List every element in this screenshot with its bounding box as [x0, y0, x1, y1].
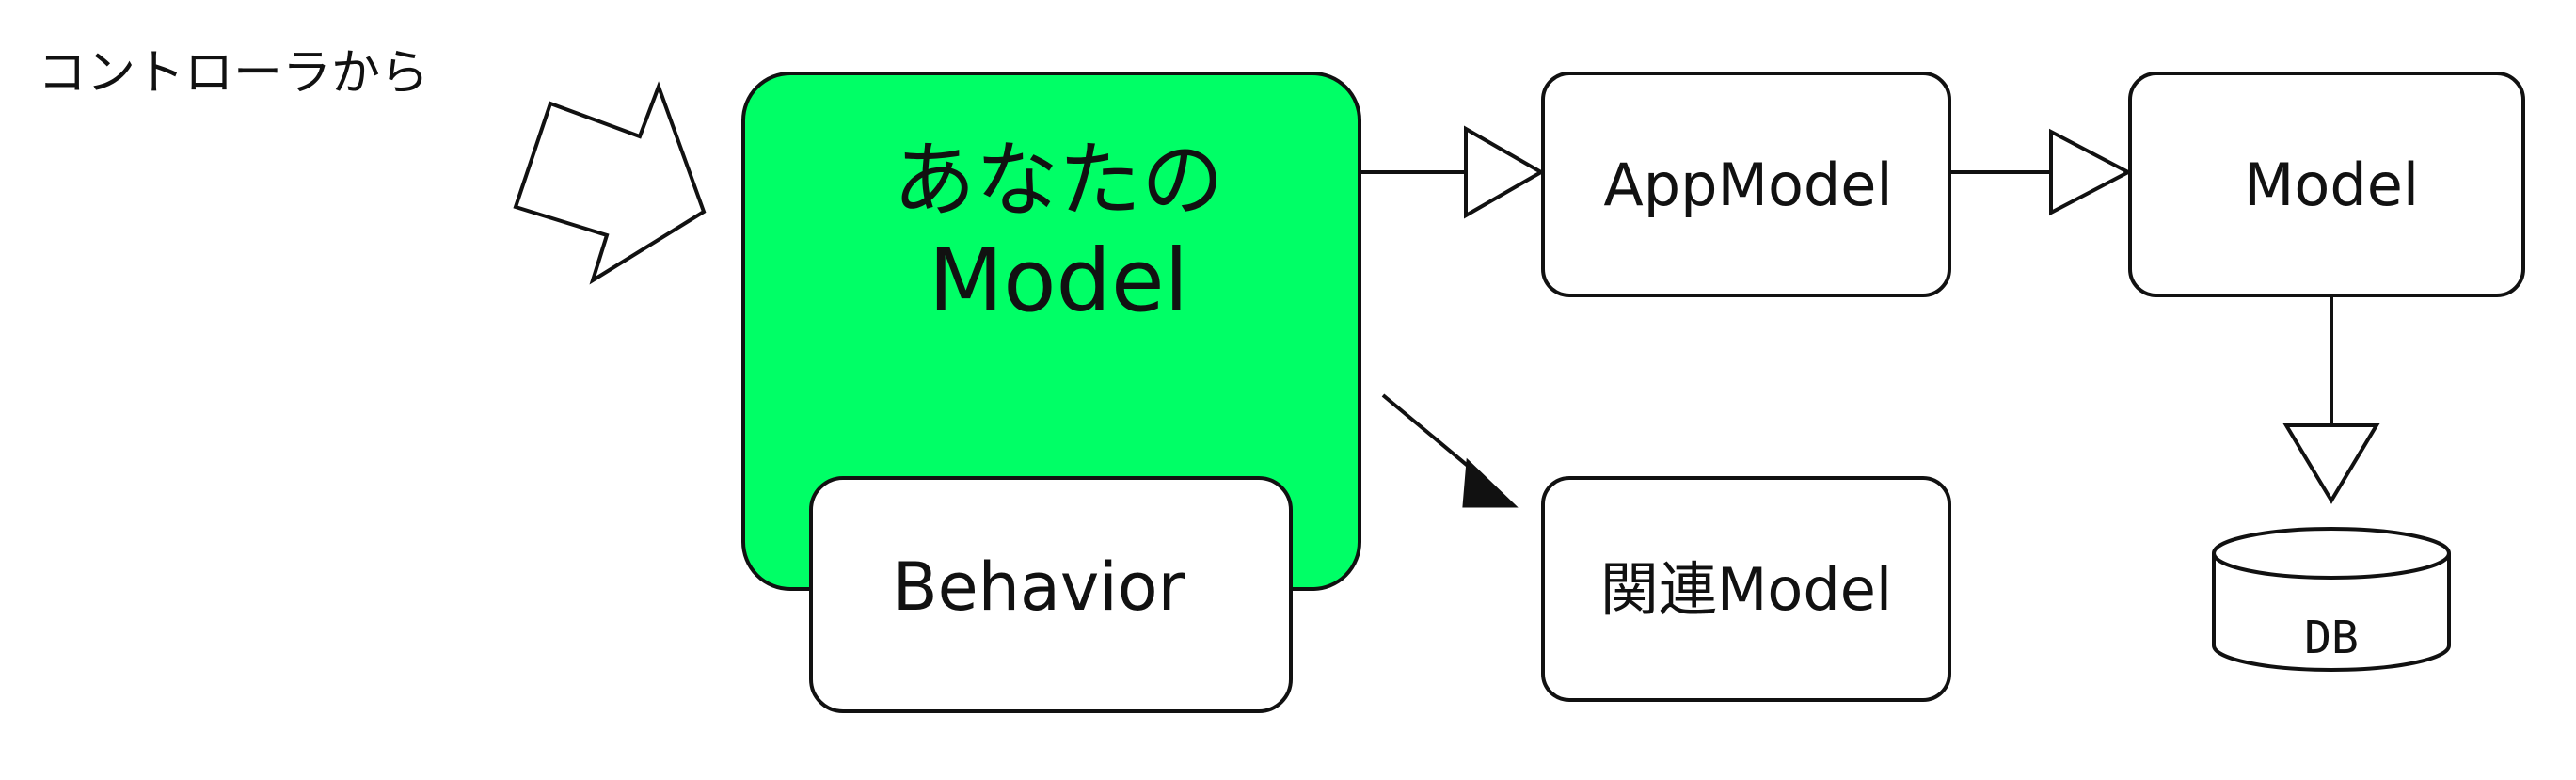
- incoming-label: コントローラから: [38, 45, 429, 102]
- model-label: Model: [2244, 151, 2419, 219]
- model-box: [2128, 72, 2525, 297]
- association-arrowhead: [1462, 457, 1519, 508]
- behavior-label: Behavior: [893, 549, 1185, 626]
- inherit-arrowhead-model: [2049, 128, 2133, 216]
- related-model-box: [1541, 476, 1951, 702]
- model-to-db-arrowhead: [2282, 423, 2380, 504]
- behavior-box: [809, 476, 1293, 713]
- related-model-label: 関連Model: [1600, 555, 1892, 624]
- db-label: DB: [2304, 612, 2359, 664]
- inherit-arrowhead-appmodel: [1464, 125, 1546, 219]
- your-model-title-line2: Model: [929, 231, 1188, 331]
- your-model-title-line1: あなたの: [893, 132, 1224, 229]
- incoming-arrow: [513, 81, 707, 285]
- database-icon: [2212, 527, 2451, 672]
- appmodel-label: AppModel: [1603, 151, 1892, 219]
- appmodel-box: [1541, 72, 1951, 297]
